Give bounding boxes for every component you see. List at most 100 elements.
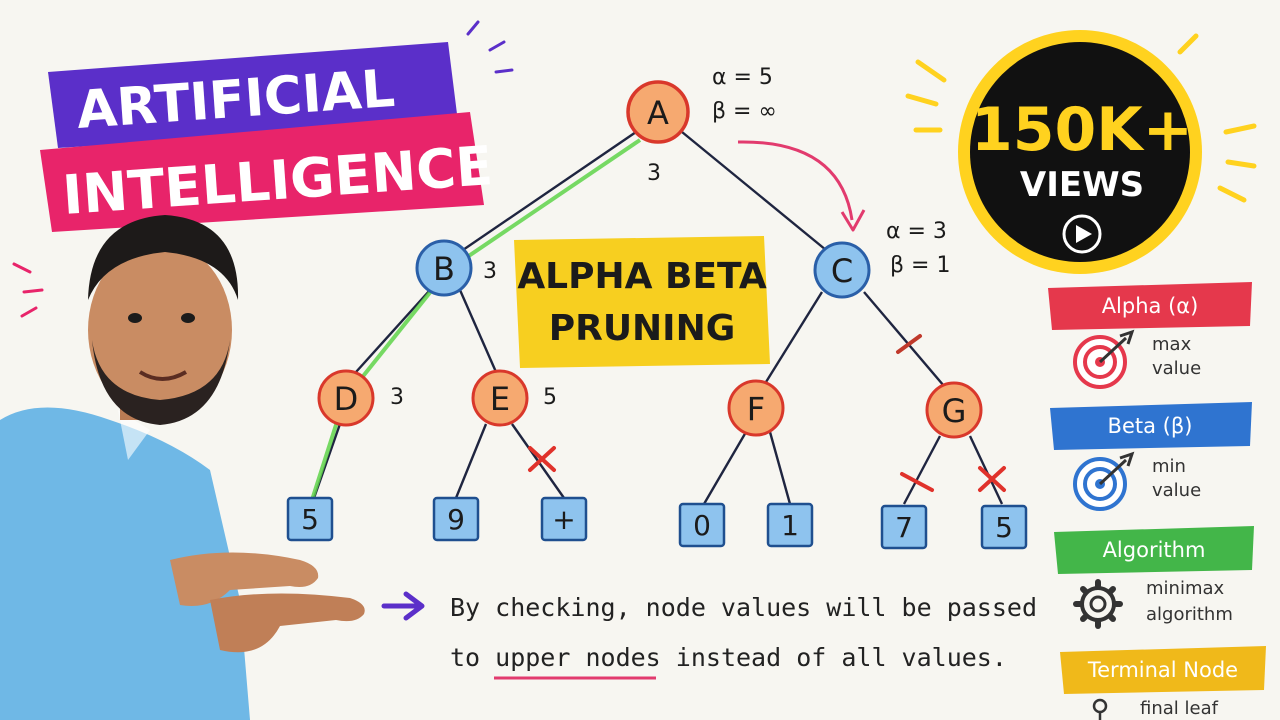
legend-beta-banner [1050, 402, 1252, 450]
node-a: A 3 [626, 80, 690, 186]
annotation-a-alpha: α = 5 [712, 65, 773, 90]
annotation-c-beta: β = 1 [890, 253, 950, 278]
presenter-smile [138, 370, 188, 381]
presenter-figure [0, 215, 365, 720]
node-d: D 3 [317, 369, 404, 427]
presenter-hand-lower [210, 593, 365, 653]
presenter-shirt [0, 407, 250, 720]
prune-mark-g-leaf7 [978, 466, 1006, 492]
pin-icon [1092, 698, 1108, 720]
annotation-c-alpha: α = 3 [886, 219, 947, 244]
node-c: C [813, 241, 871, 299]
caption-line2-pre: to [450, 643, 495, 672]
node-b-label: B [433, 250, 455, 288]
node-c-label: C [831, 252, 853, 290]
annotation-a-beta: β = ∞ [712, 99, 777, 124]
node-e-label: E [490, 380, 510, 418]
gear-icon [1073, 579, 1123, 629]
views-badge: 150K+ VIEWS [905, 30, 1257, 274]
node-b: B 3 [415, 239, 497, 297]
caption-line1: By checking, node values will be passed [450, 593, 1037, 622]
leaf-1-value: 5 [301, 503, 319, 536]
node-e: E 5 [471, 369, 557, 427]
legend-item-alpha: Alpha (α) max value [1048, 282, 1252, 389]
edge-g-leaf7 [968, 435, 1004, 505]
leaf-1: 5 [286, 496, 334, 542]
leaf-3: + [540, 496, 588, 542]
node-b-circle [415, 239, 473, 297]
leaf-5-value: 1 [781, 509, 799, 542]
node-f-label: F [747, 390, 765, 428]
target-icon [1073, 329, 1135, 389]
banner-pink-stripe [40, 112, 484, 232]
badge-play-icon [1062, 214, 1102, 254]
person-spark-lines [12, 262, 44, 318]
banner-spark-lines [466, 20, 514, 74]
edge-e-leaf2 [454, 423, 488, 499]
edge-b-e [458, 289, 498, 373]
node-e-circle [471, 369, 529, 427]
transfer-arrow-line [737, 140, 854, 221]
legend-terminal-title: Terminal Node [1087, 658, 1238, 682]
presenter-face [88, 242, 232, 418]
edge-c-f [764, 291, 824, 383]
node-d-value: 3 [390, 385, 404, 410]
legend-algorithm-desc1: minimax [1146, 578, 1225, 599]
title-line1: ALPHA BETA [517, 256, 767, 297]
leaf-5-box [766, 502, 814, 548]
title-box: ALPHA BETA PRUNING [514, 236, 770, 368]
legend-algorithm-title: Algorithm [1103, 538, 1206, 562]
transfer-arrow [737, 140, 866, 232]
node-a-circle [626, 80, 690, 144]
leaf-3-box [540, 496, 588, 542]
presenter-hair [88, 215, 239, 300]
node-e-value: 5 [543, 385, 557, 410]
leaf-6-box [880, 504, 928, 550]
legend-item-beta: Beta (β) min value [1050, 402, 1252, 511]
node-g: G [925, 381, 983, 439]
presenter-hand-upper [170, 552, 319, 606]
badge-burst-lines [905, 33, 1257, 203]
node-d-label: D [334, 380, 359, 418]
badge-inner-circle [970, 42, 1190, 262]
edge-g-leaf6 [902, 435, 942, 505]
prune-mark-e-leaf3 [528, 446, 556, 472]
edge-a-b [459, 131, 637, 253]
legend-alpha-desc1: max [1152, 334, 1192, 355]
leaf-5: 1 [766, 502, 814, 548]
node-a-value: 3 [647, 161, 661, 186]
badge-count: 150K+ [971, 95, 1193, 165]
target-icon [1073, 451, 1135, 511]
leaf-7-box [980, 504, 1028, 550]
legend: Alpha (α) max value Beta (β) min [1048, 282, 1266, 720]
legend-beta-desc1: min [1152, 456, 1186, 477]
caption-line2-post: instead of all values. [661, 643, 1007, 672]
legend-beta-title: Beta (β) [1108, 414, 1193, 438]
caption: By checking, node values will be passed … [381, 591, 1037, 680]
leaf-6-value: 7 [895, 511, 913, 544]
leaf-2: 9 [432, 496, 480, 542]
edge-f-leaf4 [702, 431, 748, 505]
leaf-6: 7 [880, 504, 928, 550]
edge-f-leaf5 [768, 431, 792, 505]
presenter-collar [118, 410, 150, 460]
leaf-1-box [286, 496, 334, 542]
node-c-circle [813, 241, 871, 299]
caption-underlined: upper nodes [495, 643, 661, 672]
title-box-background [514, 236, 770, 368]
node-f-circle [727, 379, 785, 437]
prune-mark-g-leaf6 [900, 472, 934, 492]
pruning-marks [528, 334, 1006, 492]
legend-beta-desc2: value [1152, 480, 1201, 501]
legend-item-algorithm: Algorithm minimax algorithm [1054, 526, 1254, 629]
badge-label: VIEWS [1020, 165, 1144, 205]
node-a-label: A [647, 94, 669, 132]
leaf-4-value: 0 [693, 509, 711, 542]
node-f: F [727, 379, 785, 437]
leaf-2-box [432, 496, 480, 542]
legend-alpha-title: Alpha (α) [1102, 294, 1199, 318]
legend-algorithm-desc2: algorithm [1146, 604, 1233, 625]
caption-line2: to upper nodes instead of all values. [450, 643, 1007, 672]
prune-mark-c-g [896, 334, 922, 354]
